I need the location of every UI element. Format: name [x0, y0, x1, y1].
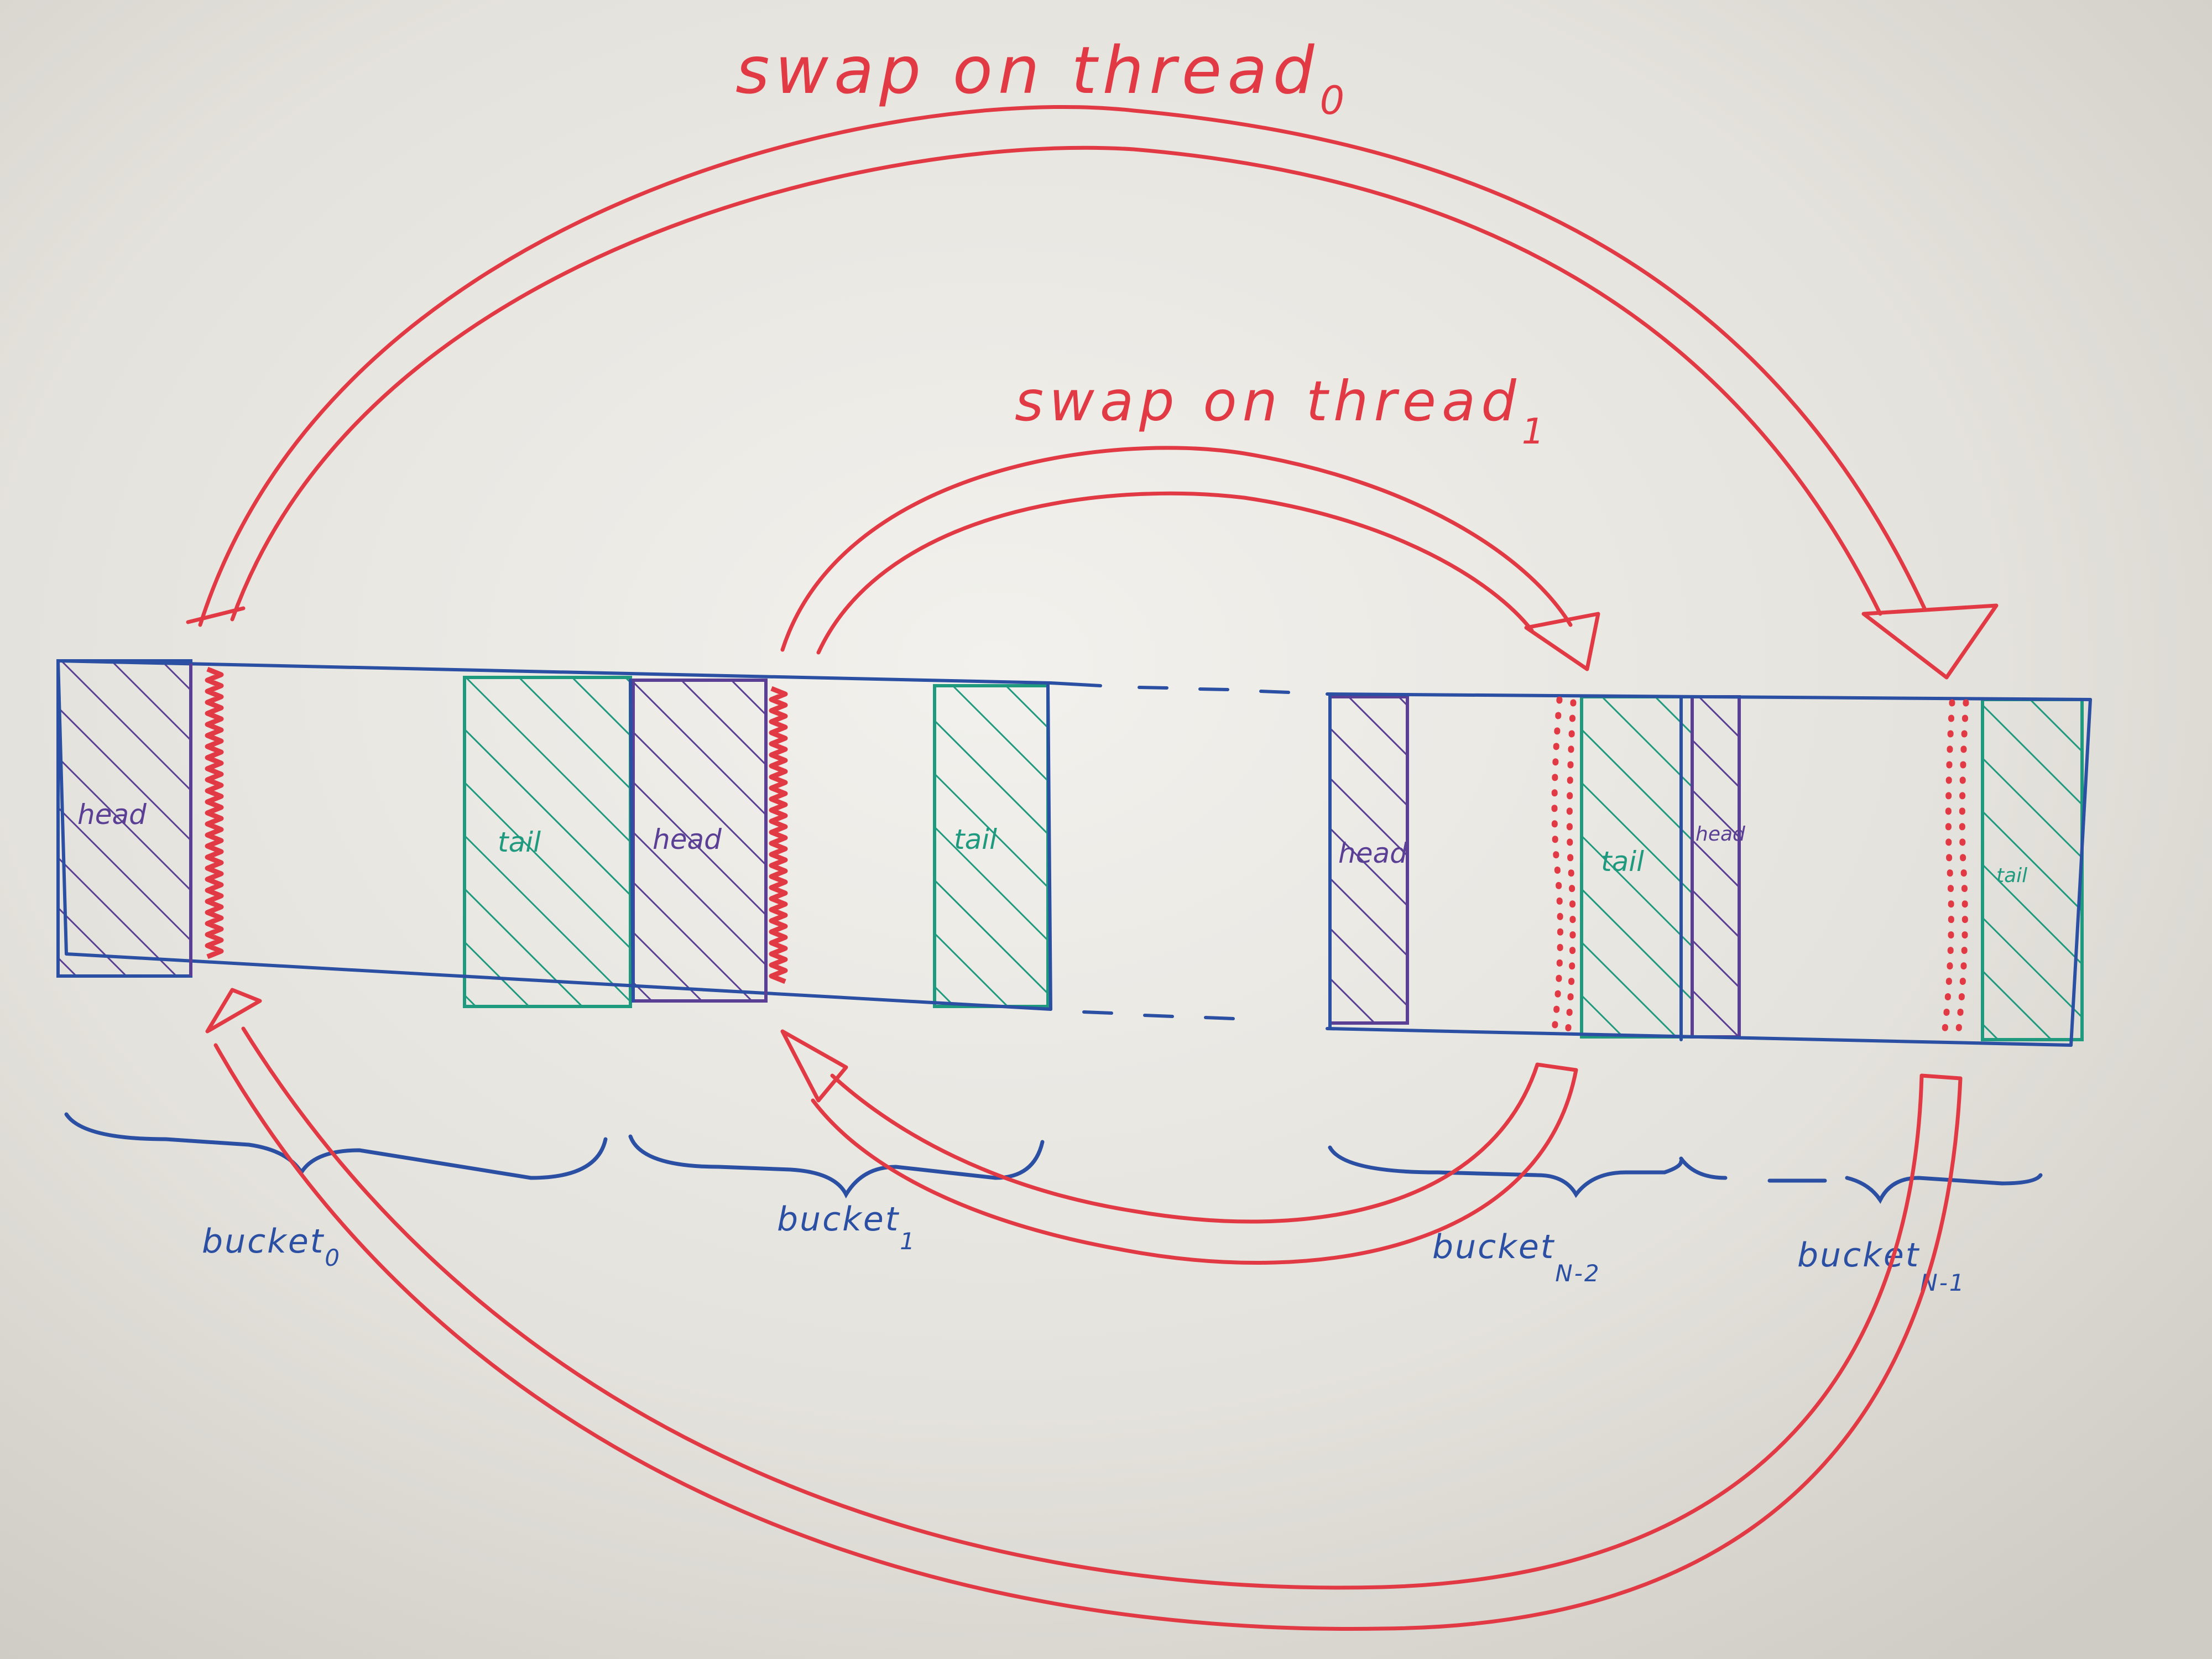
swap-thread0-label: swap on thread0 — [735, 32, 1350, 123]
head-n1-label: head — [1695, 823, 1746, 846]
tail-1-label: tail — [954, 823, 997, 855]
outer-top-arrow — [186, 105, 1999, 680]
tail-1-block — [933, 684, 1050, 1008]
bucket-n2-label: bucketN-2 — [1432, 1228, 1601, 1287]
brace-bucket-1 — [628, 1134, 1045, 1199]
head-n2-block — [1328, 695, 1409, 1025]
bucket-1-subscript: 1 — [900, 1228, 916, 1255]
bucket-braces — [64, 1112, 2043, 1204]
head-n1-block — [1691, 695, 1741, 1039]
bucket-n1-label: bucketN-1 — [1797, 1236, 1966, 1296]
swap-thread0-subscript: 0 — [1320, 78, 1350, 123]
tail-0-label: tail — [498, 826, 541, 858]
dotted-pivot-n2 — [1551, 696, 1563, 1037]
bucket-0-label: bucket0 — [202, 1222, 341, 1271]
pivot-markers — [189, 664, 788, 1001]
swap-thread1-label: swap on thread1 — [1015, 369, 1550, 452]
bucket-n2-subscript: N-2 — [1555, 1260, 1600, 1287]
array-strip: head tail head tail head tail head tail — [56, 659, 2092, 1047]
brace-bucket-n1 — [1679, 1156, 1728, 1180]
dotted-pivots — [1551, 696, 1969, 1043]
head-1-block — [632, 679, 768, 1003]
bucket-0-subscript: 0 — [325, 1244, 341, 1271]
tail-n1-block — [1981, 698, 2084, 1041]
brace-bucket-n2 — [1328, 1145, 1683, 1198]
tail-0-block — [463, 676, 632, 1008]
pivot-1 — [769, 686, 788, 984]
bucket-n1-region — [1691, 695, 2084, 1041]
tail-n2-label: tail — [1601, 846, 1644, 878]
head-0-label: head — [77, 799, 147, 831]
strip-outline — [56, 659, 2092, 1047]
pivot-0 — [205, 666, 224, 959]
swap-thread1-subscript: 1 — [1522, 411, 1550, 452]
bucket-1-region — [632, 679, 1050, 1008]
tail-n1-label: tail — [1996, 864, 2027, 887]
head-1-label: head — [653, 823, 722, 855]
head-n2-label: head — [1338, 837, 1407, 869]
bucket-1-label: bucket1 — [777, 1200, 916, 1255]
inner-top-arrow — [780, 446, 1600, 671]
inner-bottom-arrow — [780, 1029, 1578, 1265]
dotted-pivot-n1 — [1940, 699, 1955, 1043]
outer-bottom-arrow — [205, 988, 1963, 1631]
